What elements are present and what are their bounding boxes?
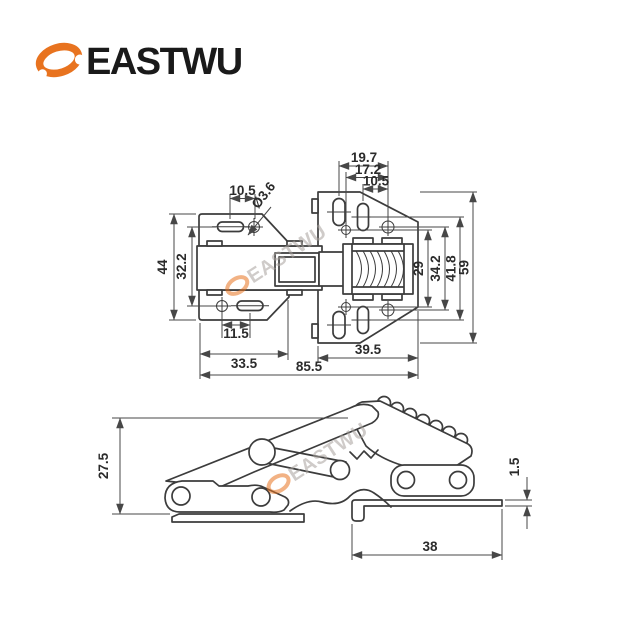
watermark-swoosh-icon: [266, 473, 291, 494]
link-connector: [289, 488, 392, 512]
dim-right-pitch-outer: 19.7: [351, 150, 377, 165]
main-knuckle: [248, 438, 276, 466]
coil-spring: [342, 237, 414, 301]
dim-plate-thickness: 1.5: [507, 457, 522, 476]
body-connector: [318, 251, 345, 287]
watermark-swoosh-icon: [225, 275, 250, 296]
dim-overall-width: 85.5: [296, 359, 323, 374]
dim-left-bottom-hole-pitch: 11.5: [223, 326, 249, 341]
pivot-hole: [396, 470, 416, 490]
brand-name: EASTWU: [86, 41, 242, 83]
brand-logo: EASTWU: [35, 41, 243, 83]
dim-left-slot-pitch: 10.5: [229, 183, 256, 198]
body-tab: [286, 289, 303, 296]
dim-left-hole-pitch-v: 32.2: [174, 253, 189, 279]
knuckle-pin: [329, 459, 351, 481]
pivot-hole: [251, 487, 271, 507]
middle-link: [265, 447, 347, 478]
hinge-side-view: 27.5 1.5 38: [96, 395, 532, 560]
dim-right-hole-pitch-mid: 34.2: [428, 255, 443, 281]
pivot-hole: [448, 470, 468, 490]
crosshair-holes: [338, 218, 397, 319]
dim-base-plate-width: 38: [422, 539, 438, 554]
dim-right-plate-width: 39.5: [355, 342, 382, 357]
spring-cam: [349, 395, 473, 470]
hinge-top-view: 10.5 Ø3.6 44 32.2 19.7 17.2 10.5 29 34.2…: [155, 150, 477, 379]
frame-plate: [351, 499, 503, 522]
dim-right-pitch-mid: 17.2: [355, 162, 381, 177]
dim-left-plate-height: 44: [155, 259, 170, 275]
door-strip: [171, 513, 305, 523]
right-plate-notch-bottom: [311, 323, 319, 339]
arm-window-inner: [278, 256, 316, 283]
dim-left-plate-width: 33.5: [231, 356, 258, 371]
right-plate-notch-top: [311, 198, 319, 214]
body-tab: [206, 240, 223, 247]
dim-right-slot-pitch: 41.8: [444, 255, 459, 282]
dim-right-hole-pitch-inner: 29: [411, 261, 426, 276]
dim-right-plate-height: 59: [457, 260, 472, 275]
dim-right-pitch-inner: 10.5: [363, 174, 390, 189]
pivot-hole: [171, 486, 191, 506]
body-tab: [286, 240, 303, 247]
body-tab: [206, 289, 223, 296]
dim-overall-height: 27.5: [96, 452, 111, 479]
spring-wire-end: [349, 449, 379, 460]
brand-swoosh-icon: [35, 42, 85, 79]
